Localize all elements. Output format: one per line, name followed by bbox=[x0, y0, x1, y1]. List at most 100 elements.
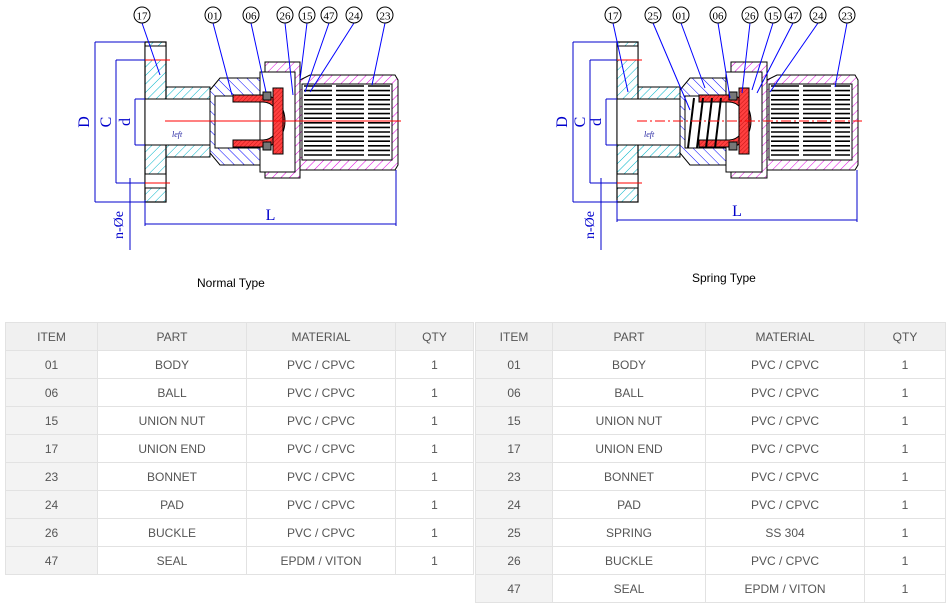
leader-line bbox=[141, 22, 161, 76]
part-cell: SPRING bbox=[552, 518, 706, 547]
part-cell: BODY bbox=[552, 350, 706, 379]
item-cell: 26 bbox=[475, 546, 553, 575]
item-cell: 17 bbox=[475, 434, 553, 463]
item-cell: 17 bbox=[5, 434, 98, 463]
qty-cell: 1 bbox=[864, 518, 946, 547]
column-header: PART bbox=[552, 322, 706, 351]
part-number: 01 bbox=[208, 11, 219, 23]
bolt-hole bbox=[144, 45, 167, 61]
part-cell: SEAL bbox=[97, 546, 247, 575]
column-header: MATERIAL bbox=[246, 322, 396, 351]
seal bbox=[728, 141, 738, 151]
material-cell: PVC / CPVC bbox=[705, 462, 865, 491]
spring-coil bbox=[696, 97, 704, 149]
part-bubble bbox=[345, 6, 363, 24]
qty-cell: 1 bbox=[395, 518, 474, 547]
part-bubble bbox=[741, 6, 759, 24]
material-cell: PVC / CPVC bbox=[246, 378, 396, 407]
part-number: 17 bbox=[137, 11, 149, 23]
part-number: 25 bbox=[648, 11, 660, 23]
part-number: 06 bbox=[713, 11, 725, 23]
qty-cell: 1 bbox=[395, 546, 474, 575]
seal bbox=[728, 91, 738, 101]
part-bubble bbox=[376, 6, 394, 24]
leader-line bbox=[299, 22, 308, 81]
part-cell: BONNET bbox=[97, 462, 247, 491]
item-cell: 15 bbox=[5, 406, 98, 435]
seal bbox=[262, 91, 272, 101]
qty-cell: 1 bbox=[395, 350, 474, 379]
label-holes: n-Øe bbox=[583, 211, 598, 239]
spring-coil bbox=[714, 97, 722, 149]
leader-line bbox=[769, 22, 819, 93]
label-D: D bbox=[76, 116, 93, 128]
label-C: C bbox=[98, 117, 115, 128]
part-number: 24 bbox=[813, 11, 825, 23]
qty-cell: 1 bbox=[395, 378, 474, 407]
label-L: L bbox=[266, 207, 276, 224]
leader-line bbox=[304, 22, 330, 93]
material-cell: PVC / CPVC bbox=[246, 350, 396, 379]
normal-type-caption: Normal Type bbox=[197, 276, 265, 290]
material-cell: EPDM / VITON bbox=[705, 574, 865, 603]
qty-cell: 1 bbox=[395, 490, 474, 519]
part-bubble bbox=[204, 6, 222, 24]
leader-line bbox=[212, 22, 233, 96]
part-number: 23 bbox=[380, 11, 392, 23]
label-D: D bbox=[554, 116, 571, 128]
item-cell: 23 bbox=[475, 462, 553, 491]
item-cell: 24 bbox=[5, 490, 98, 519]
part-number: 15 bbox=[302, 11, 314, 23]
part-number: 26 bbox=[745, 11, 757, 23]
item-cell: 23 bbox=[5, 462, 98, 491]
qty-cell: 1 bbox=[864, 574, 946, 603]
column-header: PART bbox=[97, 322, 247, 351]
part-bubble bbox=[809, 6, 827, 24]
material-cell: PVC / CPVC bbox=[246, 434, 396, 463]
bolt-hole bbox=[144, 173, 167, 189]
leader-line bbox=[612, 22, 629, 93]
label-L: L bbox=[732, 203, 742, 220]
part-number: 47 bbox=[788, 11, 800, 23]
part-cell: SEAL bbox=[552, 574, 706, 603]
qty-cell: 1 bbox=[864, 490, 946, 519]
leader-line bbox=[717, 22, 731, 99]
qty-cell: 1 bbox=[395, 462, 474, 491]
label-holes: n-Øe bbox=[112, 211, 127, 239]
inlet-label: left bbox=[172, 130, 183, 139]
item-cell: 01 bbox=[5, 350, 98, 379]
part-number: 24 bbox=[349, 11, 361, 23]
leader-line bbox=[250, 22, 267, 93]
item-cell: 26 bbox=[5, 518, 98, 547]
part-cell: UNION END bbox=[97, 434, 247, 463]
item-cell: 15 bbox=[475, 406, 553, 435]
leader-line bbox=[652, 22, 691, 111]
item-cell: 47 bbox=[475, 574, 553, 603]
part-cell: BALL bbox=[552, 378, 706, 407]
label-C: C bbox=[572, 117, 589, 128]
item-cell: 06 bbox=[475, 378, 553, 407]
part-bubble bbox=[838, 6, 856, 24]
qty-cell: 1 bbox=[864, 406, 946, 435]
item-cell: 06 bbox=[5, 378, 98, 407]
part-bubble bbox=[133, 6, 151, 24]
part-number: 01 bbox=[676, 11, 687, 23]
label-d: d bbox=[588, 118, 605, 126]
material-cell: PVC / CPVC bbox=[705, 546, 865, 575]
part-number: 15 bbox=[768, 11, 780, 23]
part-bubble bbox=[604, 6, 622, 24]
material-cell: SS 304 bbox=[705, 518, 865, 547]
part-number: 06 bbox=[246, 11, 258, 23]
